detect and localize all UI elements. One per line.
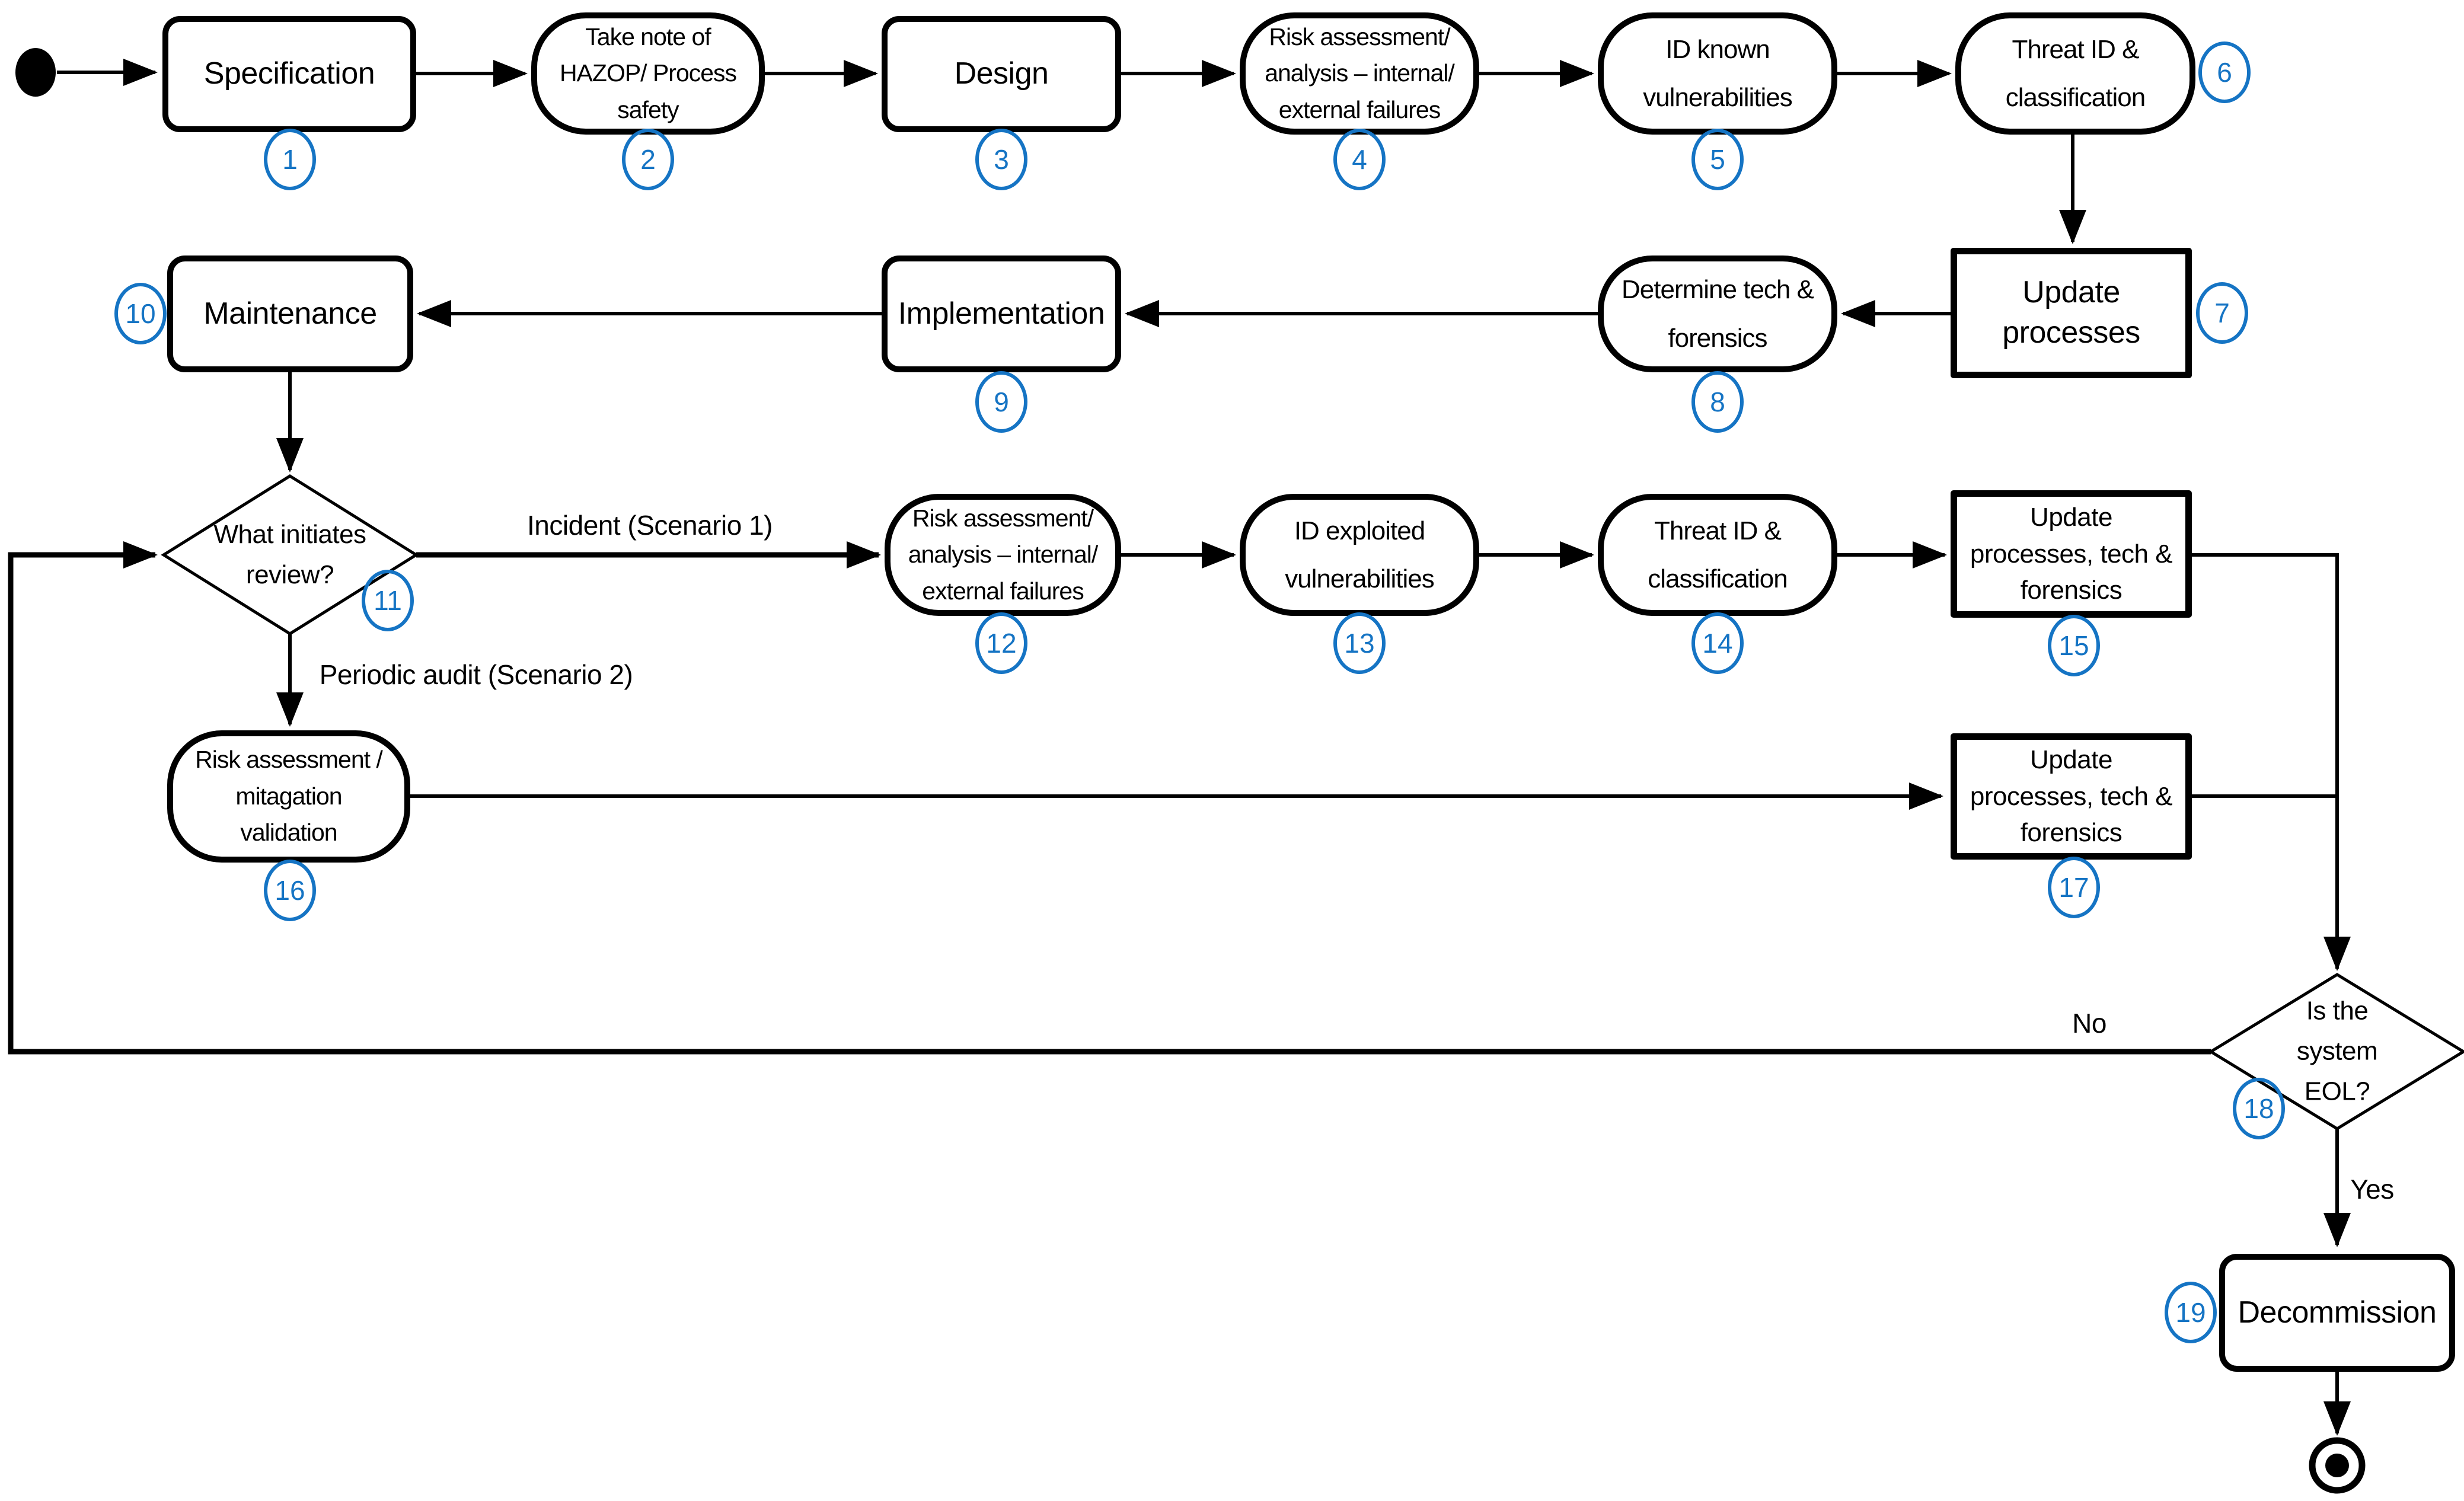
step-badge-19: 19 bbox=[2165, 1282, 2217, 1343]
node-10-maintenance: Maintenance bbox=[167, 256, 413, 372]
node-5-id-known-vulnerabilities: ID known vulnerabilities bbox=[1598, 12, 1837, 135]
node-2-take-note-hazop: Take note of HAZOP/ Process safety bbox=[531, 12, 765, 135]
edge-label-periodic-audit-scenario-2: Periodic audit (Scenario 2) bbox=[319, 659, 633, 690]
node-14-threat-id-classification: Threat ID & classification bbox=[1598, 494, 1837, 616]
step-badge-16: 16 bbox=[264, 860, 316, 921]
step-badge-14: 14 bbox=[1691, 612, 1744, 674]
step-badge-15: 15 bbox=[2048, 615, 2100, 676]
node-6-label: Threat ID & classification bbox=[2005, 34, 2146, 112]
node-8-label: Determine tech & forensics bbox=[1622, 275, 1814, 353]
node-9-label: Implementation bbox=[898, 296, 1105, 331]
node-14-label: Threat ID & classification bbox=[1648, 516, 1788, 593]
node-17-label: Update processes, tech & forensics bbox=[1970, 745, 2173, 848]
step-badge-10: 10 bbox=[114, 283, 167, 344]
step-badge-7: 7 bbox=[2196, 282, 2248, 344]
step-badge-11: 11 bbox=[362, 570, 414, 631]
step-badge-4: 4 bbox=[1333, 129, 1386, 190]
node-5-label: ID known vulnerabilities bbox=[1643, 34, 1793, 112]
edge-18-to-11-no bbox=[8, 541, 2211, 1055]
step-badge-13: 13 bbox=[1333, 612, 1386, 674]
node-12-label: Risk assessment/ analysis – internal/ ex… bbox=[908, 504, 1099, 605]
node-10-label: Maintenance bbox=[203, 296, 377, 331]
node-13-label: ID exploited vulnerabilities bbox=[1285, 516, 1435, 593]
start-node-icon bbox=[15, 48, 56, 97]
node-15-label: Update processes, tech & forensics bbox=[1970, 503, 2173, 605]
node-6-threat-id-classification: Threat ID & classification bbox=[1955, 12, 2195, 135]
step-badge-6: 6 bbox=[2198, 41, 2251, 103]
node-11-what-initiates-review-label: What initiates review? bbox=[213, 519, 366, 589]
end-node-dot-icon bbox=[2325, 1454, 2349, 1477]
node-9-implementation: Implementation bbox=[882, 256, 1121, 372]
decision-what-initiates-review-shape bbox=[161, 474, 419, 635]
step-badge-12: 12 bbox=[975, 612, 1027, 674]
node-7-label: Update processes bbox=[2002, 275, 2140, 350]
edge-15-to-18 bbox=[2192, 553, 2351, 971]
node-3-design: Design bbox=[882, 16, 1121, 132]
step-badge-9: 9 bbox=[975, 371, 1027, 433]
step-badge-18: 18 bbox=[2233, 1078, 2285, 1139]
node-12-risk-assessment: Risk assessment/ analysis – internal/ ex… bbox=[885, 494, 1121, 616]
node-16-label: Risk assessment / mitagation validation bbox=[195, 746, 383, 847]
node-1-specification: Specification bbox=[162, 16, 416, 132]
step-badge-1: 1 bbox=[264, 129, 316, 190]
node-15-update-processes-tech-forensics: Update processes, tech & forensics bbox=[1951, 490, 2192, 618]
edge-label-incident-scenario-1: Incident (Scenario 1) bbox=[527, 510, 773, 541]
node-3-label: Design bbox=[954, 56, 1049, 91]
step-badge-3: 3 bbox=[975, 129, 1027, 190]
node-7-update-processes: Update processes bbox=[1951, 248, 2192, 378]
step-badge-2: 2 bbox=[622, 129, 674, 190]
node-4-label: Risk assessment/ analysis – internal/ ex… bbox=[1265, 23, 1455, 123]
step-badge-17: 17 bbox=[2048, 857, 2100, 918]
edge-label-no: No bbox=[2072, 1008, 2106, 1039]
end-node-ring-icon bbox=[2309, 1437, 2366, 1494]
node-13-id-exploited-vulnerabilities: ID exploited vulnerabilities bbox=[1240, 494, 1479, 616]
step-badge-5: 5 bbox=[1691, 129, 1744, 190]
node-19-label: Decommission bbox=[2238, 1295, 2437, 1330]
node-19-decommission: Decommission bbox=[2219, 1254, 2455, 1372]
node-17-update-processes-tech-forensics: Update processes, tech & forensics bbox=[1951, 733, 2192, 860]
node-8-determine-tech-forensics: Determine tech & forensics bbox=[1598, 256, 1837, 372]
node-16-risk-assessment-mitigation-validation: Risk assessment / mitagation validation bbox=[167, 730, 410, 863]
step-badge-8: 8 bbox=[1691, 371, 1744, 433]
node-1-label: Specification bbox=[203, 56, 375, 91]
node-2-label: Take note of HAZOP/ Process safety bbox=[559, 23, 737, 123]
edge-label-yes: Yes bbox=[2350, 1174, 2394, 1205]
node-4-risk-assessment: Risk assessment/ analysis – internal/ ex… bbox=[1240, 12, 1479, 135]
node-18-is-system-eol-label: Is the system EOL? bbox=[2296, 996, 2378, 1107]
